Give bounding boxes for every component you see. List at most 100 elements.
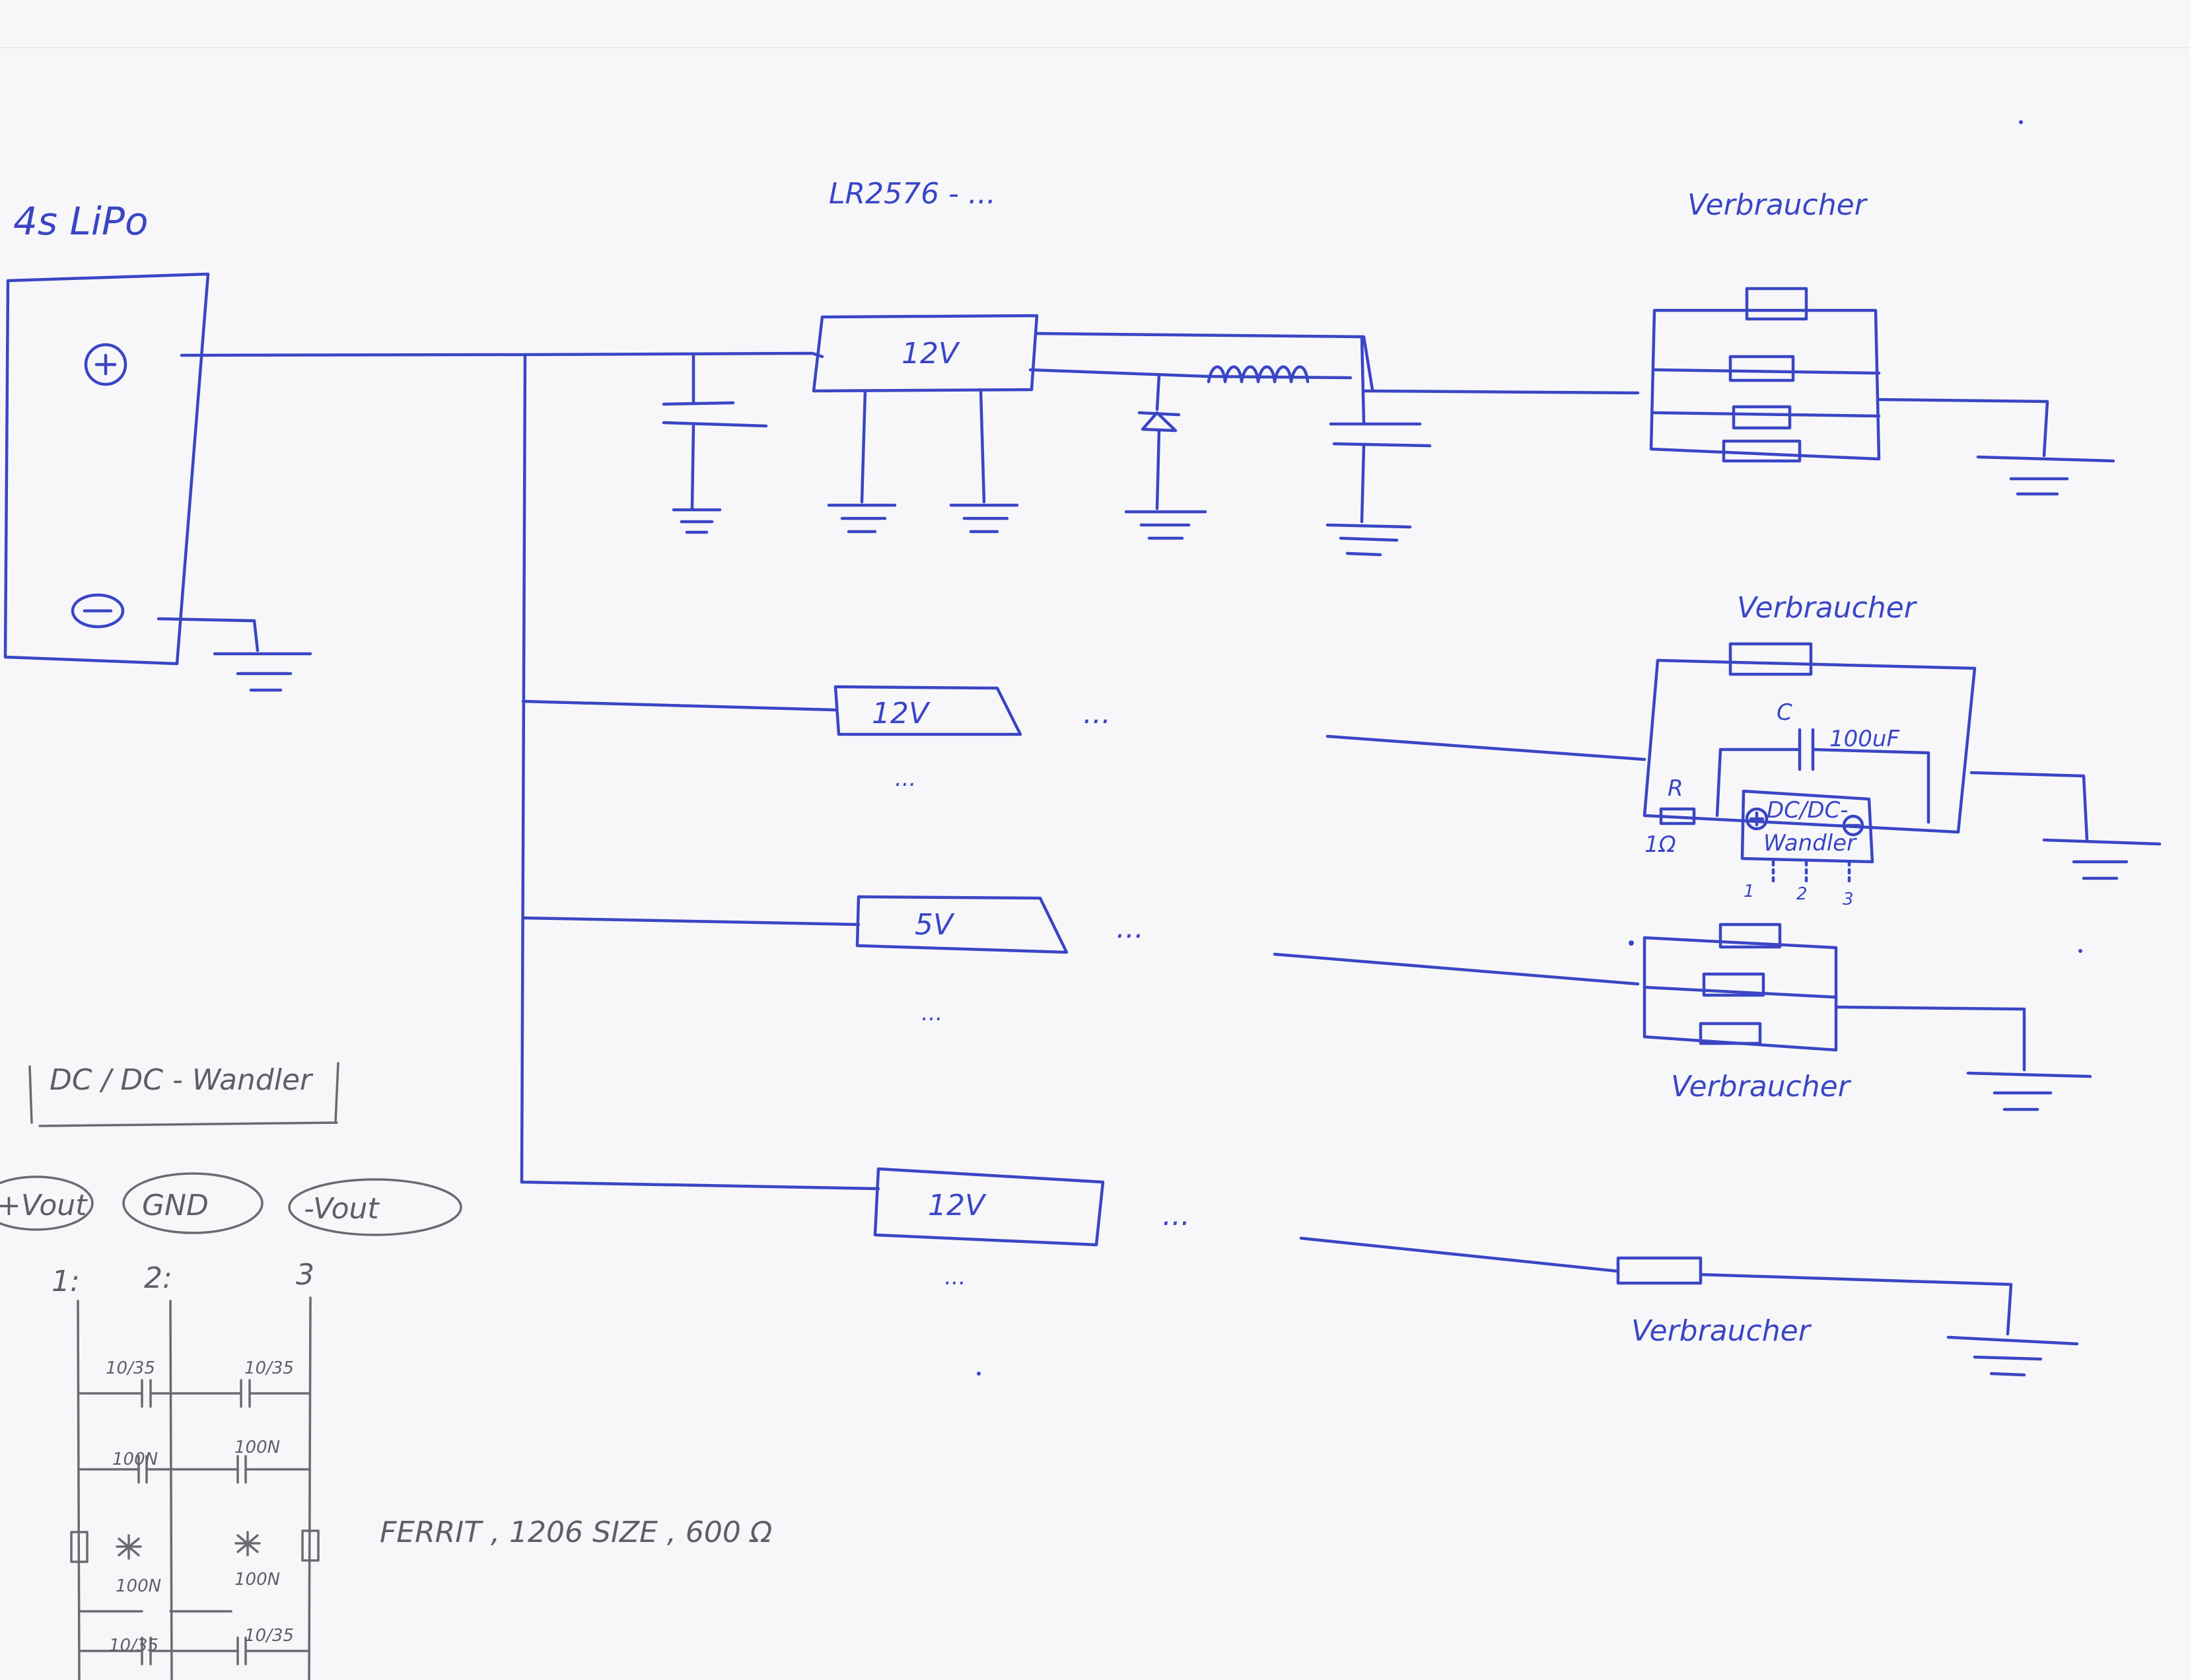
wire-to-consumer-1 <box>1362 389 1640 395</box>
dcdc-module-line2: Wandler <box>1763 830 1857 857</box>
pin-vout-minus-oval <box>288 1178 462 1236</box>
ground-icon <box>949 503 1019 534</box>
pin-gnd-oval <box>122 1172 264 1234</box>
consumer-1-ground-wire <box>1877 398 2049 458</box>
regulator-main-voltage: 12V <box>901 337 960 370</box>
branch-wire-c <box>520 1180 880 1191</box>
wire-to-consumer-4 <box>1299 1236 1620 1273</box>
module-minus-icon <box>1842 814 1864 837</box>
cap-label: 100N <box>112 1450 158 1469</box>
resistor-icon <box>1702 972 1765 997</box>
regulator-5v-b: 5V ... ... <box>855 895 1144 1026</box>
consumer-2-ground-wire <box>1969 771 2089 842</box>
consumer-group-1: Verbraucher <box>1649 188 2115 496</box>
pin-vout-plus-oval <box>0 1175 94 1231</box>
stray-dot <box>977 1372 981 1376</box>
battery-ground-icon <box>213 652 312 692</box>
pencil-title: DC / DC - Wandler <box>50 1063 314 1097</box>
cap-label: 10/35 <box>244 1358 294 1378</box>
bus-top-wire <box>180 351 824 359</box>
regulator-a-voltage: 12V <box>872 697 931 730</box>
dcdc-module-box <box>1740 789 1874 864</box>
ellipsis-b2: ... <box>921 1000 942 1026</box>
resistor-icon <box>1699 1022 1762 1045</box>
resistor-icon <box>1745 287 1808 321</box>
cap-label: 100N <box>234 1570 280 1590</box>
cap-label: 10/35 <box>244 1626 294 1646</box>
battery-label: 4s LiPo <box>13 199 148 244</box>
consumer-group-4: Verbraucher <box>1616 1256 2079 1377</box>
resistor-name: R <box>1668 775 1683 802</box>
resistor-icon <box>1728 355 1795 382</box>
ellipsis-a1: ... <box>1083 697 1111 730</box>
stray-dot <box>2019 120 2023 124</box>
ground-icon <box>1966 1071 2092 1111</box>
regulator-12v-a: 12V ... ... <box>833 685 1111 792</box>
pin-number-1: 1: <box>52 1265 80 1298</box>
plus-terminal-icon <box>84 343 127 386</box>
stray-dot <box>2078 949 2082 953</box>
consumer-label-4: Verbraucher <box>1631 1314 1812 1348</box>
ground-icon <box>1976 455 2115 496</box>
consumer-4-ground-wire <box>1699 1273 2013 1336</box>
bus-vertical-wire <box>520 353 527 1184</box>
pin-number-2: 2: <box>144 1261 172 1295</box>
cap-label: 100N <box>116 1576 161 1596</box>
minus-terminal-icon <box>71 593 125 629</box>
stray-dot <box>1629 940 1634 946</box>
cap-label: 10/35 <box>109 1636 159 1656</box>
pin-label-gnd: GND <box>142 1189 209 1222</box>
regulator-12v-c: 12V ... ... <box>873 1167 1190 1290</box>
pin-number-3: 3 <box>296 1258 314 1292</box>
consumer-group-2: Verbraucher C 100uF R 1Ω DC/DC- Wandler … <box>1642 591 2162 909</box>
resistor-icon <box>1722 439 1802 463</box>
output-capacitor <box>1325 335 1432 557</box>
regulator-12v-main: 12V <box>812 314 1039 534</box>
capacitor-value: 100uF <box>1829 726 1899 752</box>
ferrite-scribble-icon <box>116 1531 261 1560</box>
pin-label-vout-minus: -Vout <box>304 1192 380 1226</box>
regulator-c-voltage: 12V <box>928 1189 987 1222</box>
consumer-label-3: Verbraucher <box>1671 1070 1852 1103</box>
pin-label-vout-plus: +Vout <box>0 1189 88 1222</box>
diode-icon <box>1124 373 1207 540</box>
ground-icon <box>827 503 897 534</box>
consumer-label-2: Verbraucher <box>1737 591 1918 625</box>
regulator-output-lower-wire <box>1028 368 1353 380</box>
resistor-value: 1Ω <box>1644 831 1676 858</box>
resistor-icon <box>1616 1256 1703 1285</box>
pencil-notes: DC / DC - Wandler +Vout GND -Vout 1: 2: … <box>0 1062 773 1680</box>
battery-ground-wire <box>157 617 260 652</box>
dcdc-pin-3: 3 <box>1843 890 1854 909</box>
regulator-b-voltage: 5V <box>915 908 955 942</box>
module-plus-icon <box>1745 807 1769 831</box>
ground-icon <box>672 508 722 534</box>
battery-body <box>3 272 210 666</box>
wire-to-consumer-3 <box>1273 952 1640 986</box>
resistor-icon <box>1732 405 1792 430</box>
dcdc-module-line1: DC/DC- <box>1767 797 1849 823</box>
ferrite-icon <box>70 1531 88 1563</box>
capacitor-name: C <box>1777 699 1792 726</box>
regulator-output-upper-wire <box>1035 332 1374 392</box>
resistor-icon <box>1728 642 1813 676</box>
ground-icon <box>1946 1335 2079 1377</box>
dcdc-pin-2: 2 <box>1796 884 1808 904</box>
ellipsis-c1: ... <box>1162 1199 1190 1232</box>
inductor-icon <box>1207 365 1310 384</box>
cap-label: 10/35 <box>106 1358 155 1378</box>
ellipsis-c2: ... <box>944 1264 966 1290</box>
ferrite-icon <box>301 1529 320 1562</box>
input-capacitor <box>662 353 768 534</box>
ferrite-note: FERRIT , 1206 SIZE , 600 Ω <box>380 1516 773 1549</box>
resistor-icon <box>1659 807 1696 825</box>
dcdc-pin-1: 1 <box>1744 882 1755 901</box>
wire-to-consumer-2 <box>1325 734 1646 761</box>
cap-label: 100N <box>234 1438 280 1457</box>
resistor-icon <box>1718 923 1782 949</box>
branch-wire-a <box>521 699 837 712</box>
ground-icon <box>1325 523 1412 557</box>
battery: 4s LiPo <box>3 199 312 692</box>
ground-icon <box>2042 838 2162 880</box>
